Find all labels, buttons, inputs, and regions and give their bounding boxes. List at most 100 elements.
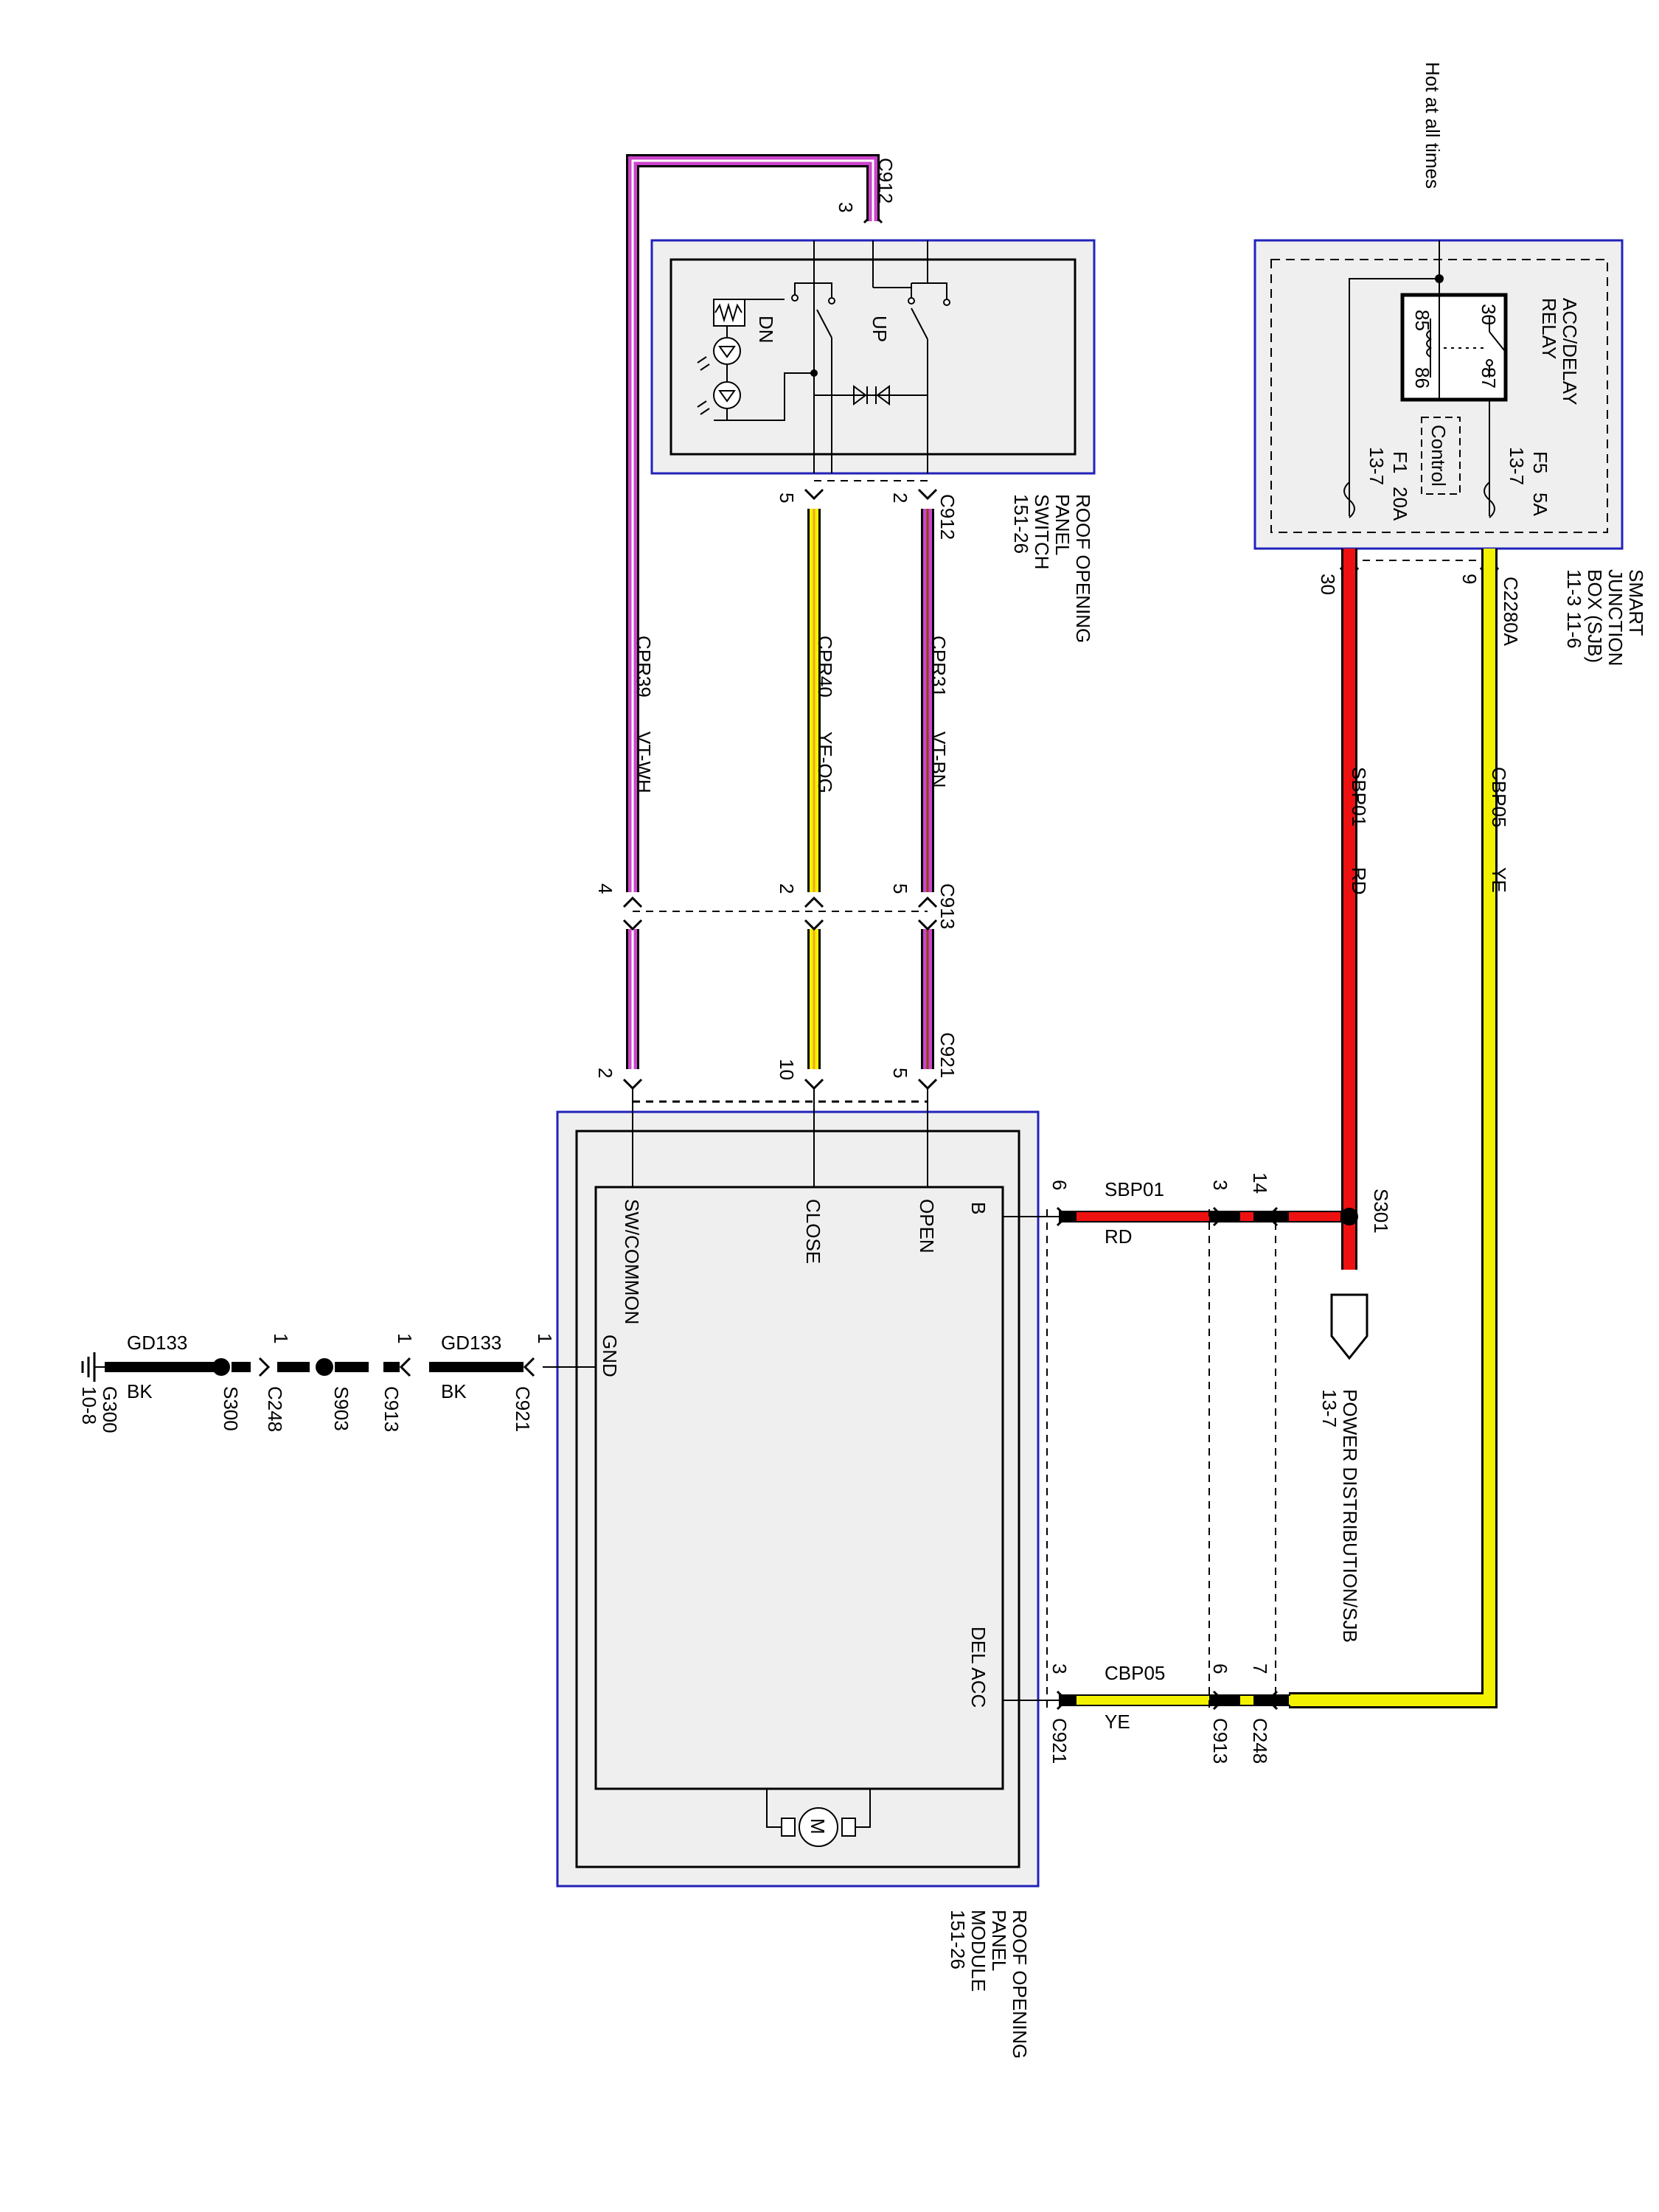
module-label-b: B — [967, 1202, 990, 1214]
cbp05-color: YE — [1488, 867, 1510, 893]
power-dist-label: POWER DISTRIBUTION/SJB — [1339, 1389, 1361, 1643]
ground-c921-name: C921 — [512, 1386, 534, 1432]
c913-top-pin-2: 2 — [776, 883, 798, 894]
ground-g300-name: G300 — [99, 1386, 121, 1433]
c248-del-name: C248 — [1249, 1718, 1271, 1764]
c913-del-pin: 6 — [1209, 1663, 1231, 1674]
gd133-a-name: GD133 — [127, 1332, 187, 1354]
cpr39-name: CPR39 — [633, 636, 655, 698]
switch-label-up: UP — [869, 316, 891, 342]
cpr31-name: CPR31 — [928, 636, 950, 698]
wire-cbp05-vertical — [1289, 549, 1498, 1708]
sjb-title-2: JUNCTION — [1604, 569, 1627, 666]
c921-b-pin: 6 — [1048, 1180, 1071, 1190]
c913-b-pin: 3 — [1209, 1180, 1231, 1190]
sjb-pin-9: 9 — [1458, 574, 1481, 584]
cpr31-color: VT-BN — [928, 731, 950, 788]
c921-top-pin-10: 10 — [776, 1059, 798, 1080]
fuse-f1-symbol — [1343, 481, 1355, 518]
c248-del-pin: 7 — [1249, 1663, 1271, 1674]
gd133-b-name: GD133 — [441, 1332, 501, 1354]
sbp01-h-color: RD — [1105, 1225, 1133, 1248]
cbp05-h-color: YE — [1105, 1711, 1130, 1733]
c921-top-pin-5: 5 — [889, 1068, 911, 1078]
fuse-f5-rating: 5A — [1529, 493, 1551, 516]
switch-title-3: SWITCH — [1031, 494, 1053, 570]
fuse-f1-rating: 20A — [1389, 487, 1411, 521]
fuse-f5-ref: 13-7 — [1506, 447, 1528, 485]
ground-c248-pin: 1 — [270, 1333, 292, 1343]
c921-top-name: C921 — [936, 1032, 959, 1078]
switch-connector-bottom: C912 — [936, 494, 959, 540]
sbp01-h-name: SBP01 — [1105, 1178, 1164, 1200]
c248-b-pin: 14 — [1249, 1172, 1271, 1194]
motor-label: M — [807, 1818, 829, 1834]
splice-s300 — [212, 1358, 230, 1376]
power-dist-ref: 13-7 — [1318, 1389, 1340, 1427]
ground-c921-pin: 1 — [534, 1333, 556, 1343]
module-label-open: OPEN — [916, 1199, 938, 1253]
splice-s301 — [1340, 1208, 1358, 1225]
gd133-b-color: BK — [441, 1380, 467, 1402]
ground-c913-pin: 1 — [394, 1333, 416, 1343]
c921-top-pin-2: 2 — [594, 1068, 616, 1078]
sbp01-name: SBP01 — [1348, 767, 1370, 827]
roof-opening-panel-switch: UP DN — [650, 239, 1096, 475]
switch-title-1: ROOF OPENING — [1072, 494, 1094, 643]
switch-title-4: 151-26 — [1010, 494, 1032, 554]
sbp01-color: RD — [1348, 867, 1370, 895]
c921-del-name: C921 — [1048, 1718, 1071, 1764]
cbp05-h-name: CBP05 — [1105, 1662, 1165, 1684]
module-label-gnd: GND — [599, 1335, 621, 1377]
hot-at-all-times: Hot at all times — [1422, 62, 1444, 189]
module-label-sw-common: SW/COMMON — [621, 1199, 643, 1324]
power-distribution-symbol — [1330, 1293, 1368, 1360]
sjb-title-3: BOX (SJB) — [1584, 569, 1606, 663]
switch-pin-2: 2 — [889, 493, 911, 503]
sjb-title-1: SMART — [1625, 569, 1647, 636]
c913-del-name: C913 — [1209, 1718, 1231, 1764]
relay-pin-86: 86 — [1411, 367, 1433, 389]
module-title-2: PANEL — [988, 1910, 1010, 1971]
ground-c248-name: C248 — [264, 1386, 286, 1432]
ground-g300-ref: 10-8 — [78, 1386, 100, 1425]
cbp05-name: CBP05 — [1488, 767, 1510, 827]
smart-junction-box: 85 86 30 87 ACC/DELAY RELAY Control F1 2… — [1253, 239, 1624, 550]
fuse-f5-symbol — [1484, 481, 1495, 518]
switch-pin-top: 3 — [835, 202, 857, 212]
c913-top-pin-4: 4 — [594, 883, 616, 894]
motor-icon: M — [766, 1789, 871, 1847]
ground-chain — [81, 1352, 535, 1382]
cpr40-name: CPR40 — [814, 636, 836, 698]
c921-del-pin: 3 — [1048, 1663, 1071, 1674]
splice-s300-label: S300 — [220, 1386, 242, 1431]
module-title-4: 151-26 — [947, 1910, 969, 1969]
ground-c913-name: C913 — [380, 1386, 403, 1432]
relay-title-2: RELAY — [1538, 298, 1560, 359]
fuse-f5-name: F5 — [1529, 451, 1551, 473]
splice-s903-label: S903 — [330, 1386, 352, 1431]
relay-pin-87: 87 — [1478, 367, 1500, 389]
roof-opening-panel-module: M B OPEN CLOSE SW/COMMON GND DEL ACC — [543, 1088, 1059, 1888]
switch-title-2: PANEL — [1051, 494, 1074, 555]
cpr39-color: VT-WH — [633, 731, 655, 793]
relay-pin-30: 30 — [1478, 304, 1500, 325]
splice-s903 — [316, 1358, 333, 1376]
relay-pin-85: 85 — [1411, 310, 1433, 331]
gd133-a-color: BK — [127, 1380, 153, 1402]
module-label-del-acc: DEL ACC — [967, 1627, 990, 1708]
control-label: Control — [1427, 425, 1450, 487]
c913-top-name: C913 — [936, 883, 959, 929]
sjb-title-4: 11-3 11-6 — [1563, 569, 1585, 648]
relay-title-1: ACC/DELAY — [1559, 298, 1581, 405]
module-title-3: MODULE — [967, 1910, 990, 1992]
module-label-close: CLOSE — [802, 1199, 824, 1264]
switch-label-dn: DN — [755, 316, 777, 344]
sjb-pin-30: 30 — [1317, 574, 1339, 595]
module-title-1: ROOF OPENING — [1009, 1910, 1031, 2059]
switch-pin-5: 5 — [776, 493, 798, 503]
connector-c2280a: C2280A — [1500, 577, 1522, 647]
ground-symbol — [81, 1352, 105, 1382]
cpr40-color: YE-OG — [814, 731, 836, 793]
